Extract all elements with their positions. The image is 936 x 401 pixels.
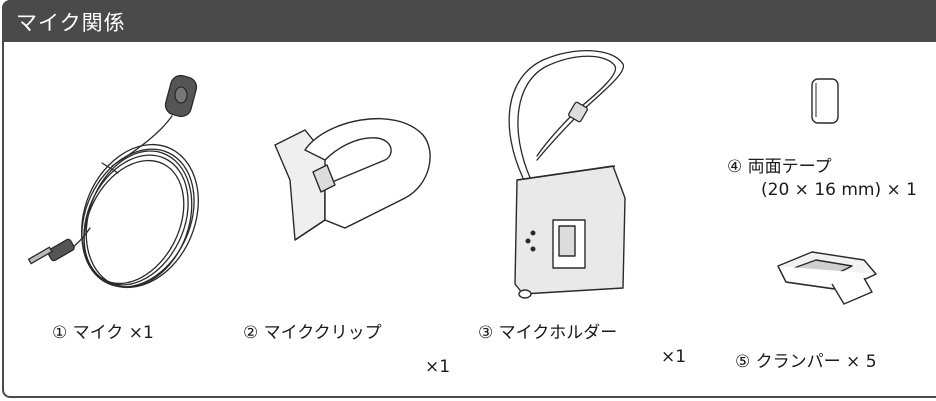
item-3-quantity: ×1: [661, 347, 687, 367]
mic-clip-illustration: [274, 117, 431, 241]
item-5-caption: ⑤ クランパー × 5: [735, 352, 877, 372]
section-header: マイク関係: [2, 0, 936, 42]
microphone-illustration: [27, 74, 199, 289]
double-sided-tape-illustration: [811, 78, 839, 124]
mic-holder-illustration: [508, 50, 626, 299]
item-1-caption: ① マイク ×1: [52, 323, 154, 343]
item-4-detail: (20 × 16 mm) × 1: [761, 180, 917, 200]
section-title: マイク関係: [16, 11, 126, 35]
item-2-caption: ② マイククリップ: [243, 323, 382, 343]
item-2-quantity: ×1: [425, 357, 451, 377]
clamper-illustration: [777, 251, 877, 305]
item-3-caption: ③ マイクホルダー: [478, 323, 618, 343]
item-4-caption: ④ 両面テープ: [727, 157, 832, 177]
